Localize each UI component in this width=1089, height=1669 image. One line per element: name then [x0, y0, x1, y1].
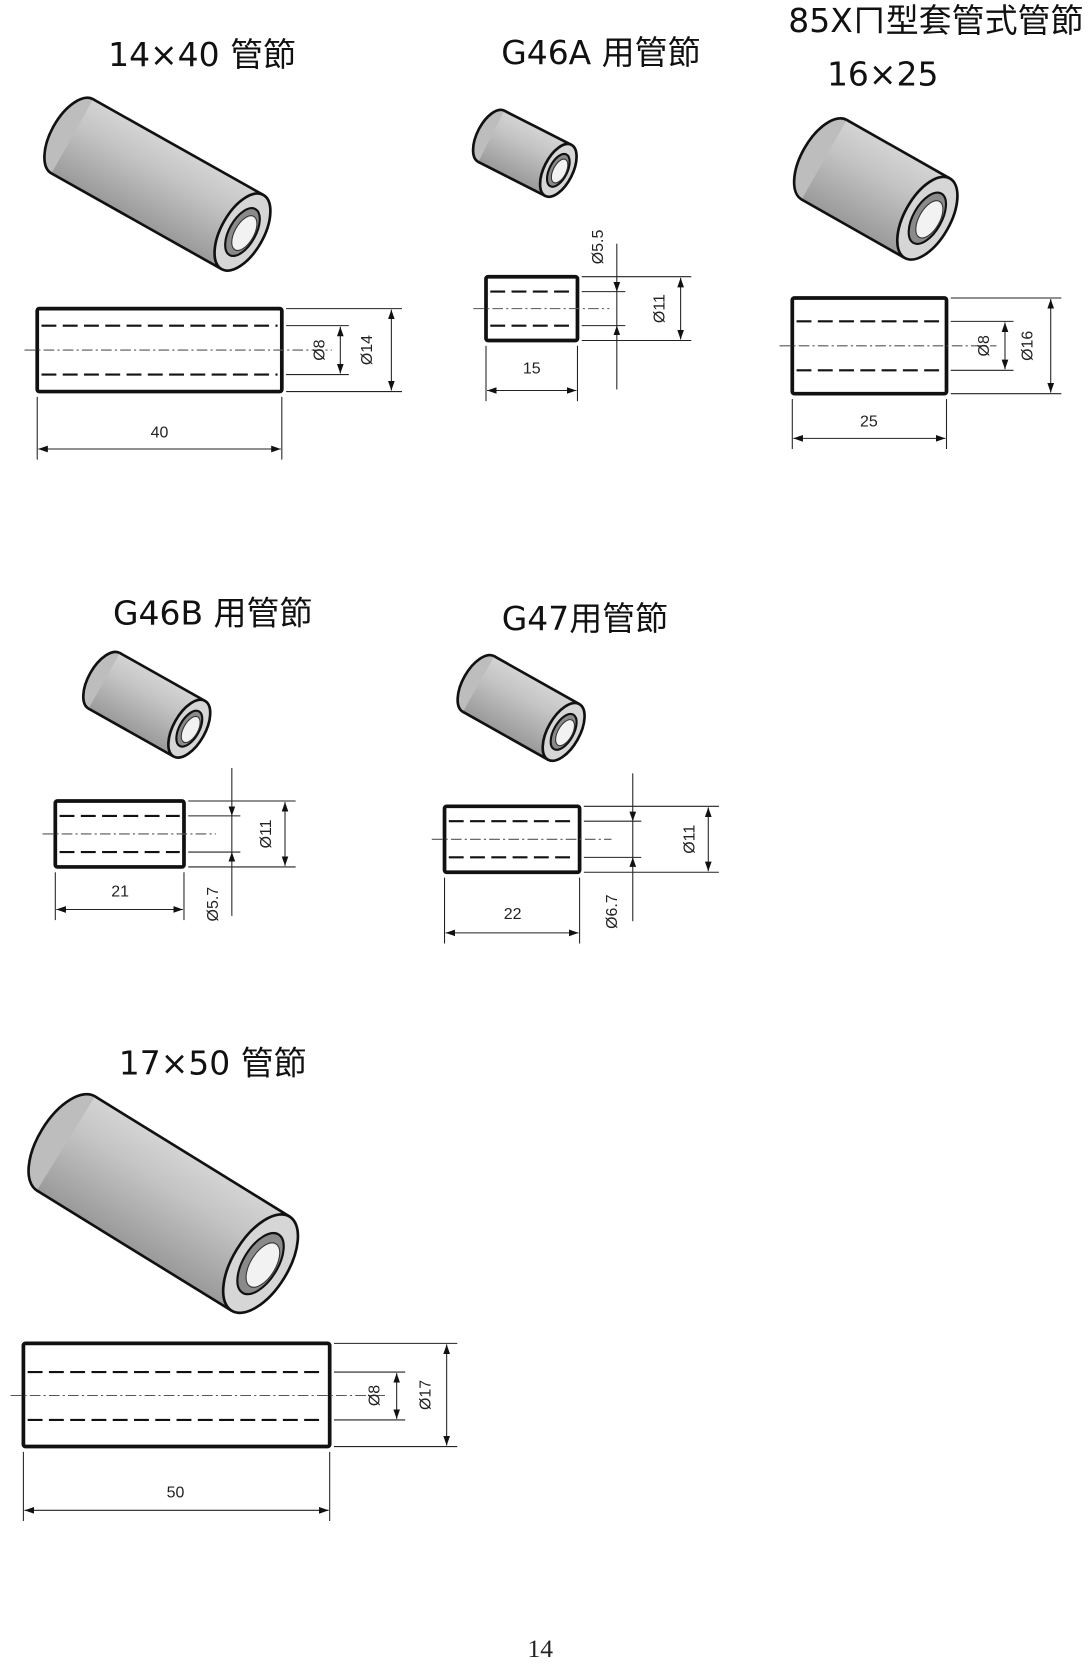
isometric-view [456, 653, 586, 763]
outline [21, 1341, 332, 1449]
part-2: G46A 用管節 Ø11 Ø5.5 15 [471, 33, 701, 402]
inner-diameter-label: Ø5.5 [590, 230, 607, 265]
inner-diameter-label: Ø8 [976, 335, 993, 356]
inner-diameter-label: Ø6.7 [604, 894, 621, 929]
orthographic-view: Ø11 Ø5.5 15 [473, 230, 692, 402]
isometric-view [792, 117, 959, 261]
part-title: G46B 用管節 [113, 593, 312, 632]
outer-diameter-label: Ø11 [681, 825, 698, 854]
orthographic-view: Ø14 Ø8 40 [24, 306, 402, 460]
length-label: 15 [523, 360, 541, 377]
outer-diameter-label: Ø16 [1020, 331, 1037, 361]
part-title: 17×50 管節 [119, 1043, 307, 1082]
part-title: 85Xㄇ型套管式管節 [788, 1, 1083, 40]
length-label: 25 [860, 414, 878, 431]
inner-diameter-label: Ø8 [311, 339, 328, 360]
part-1: 14×40 管節 Ø14 Ø8 40 [24, 35, 402, 460]
part-title: G47用管節 [502, 599, 668, 638]
isometric-view [43, 96, 272, 272]
page-number: 14 [527, 1634, 553, 1663]
part-title: G46A 用管節 [501, 33, 700, 72]
orthographic-view: Ø17 Ø8 50 [10, 1341, 458, 1521]
outer-diameter-label: Ø17 [418, 1380, 435, 1410]
length-label: 22 [504, 906, 522, 923]
part-title: 14×40 管節 [108, 35, 296, 74]
length-label: 50 [167, 1485, 185, 1502]
orthographic-view: Ø16 Ø8 25 [779, 296, 1062, 449]
outer-diameter-label: Ø11 [652, 294, 669, 323]
isometric-view [81, 650, 212, 759]
length-label: 40 [151, 424, 169, 441]
outer-diameter-label: Ø11 [258, 819, 275, 848]
outer-diameter-label: Ø14 [359, 335, 376, 365]
isometric-view [471, 108, 578, 199]
length-label: 21 [111, 884, 129, 901]
part-subtitle: 16×25 [827, 54, 938, 93]
part-6: 17×50 管節 Ø17 Ø8 50 [10, 1043, 458, 1521]
isometric-view [27, 1092, 300, 1315]
inner-diameter-label: Ø5.7 [205, 887, 222, 922]
inner-diameter-label: Ø8 [367, 1385, 384, 1406]
